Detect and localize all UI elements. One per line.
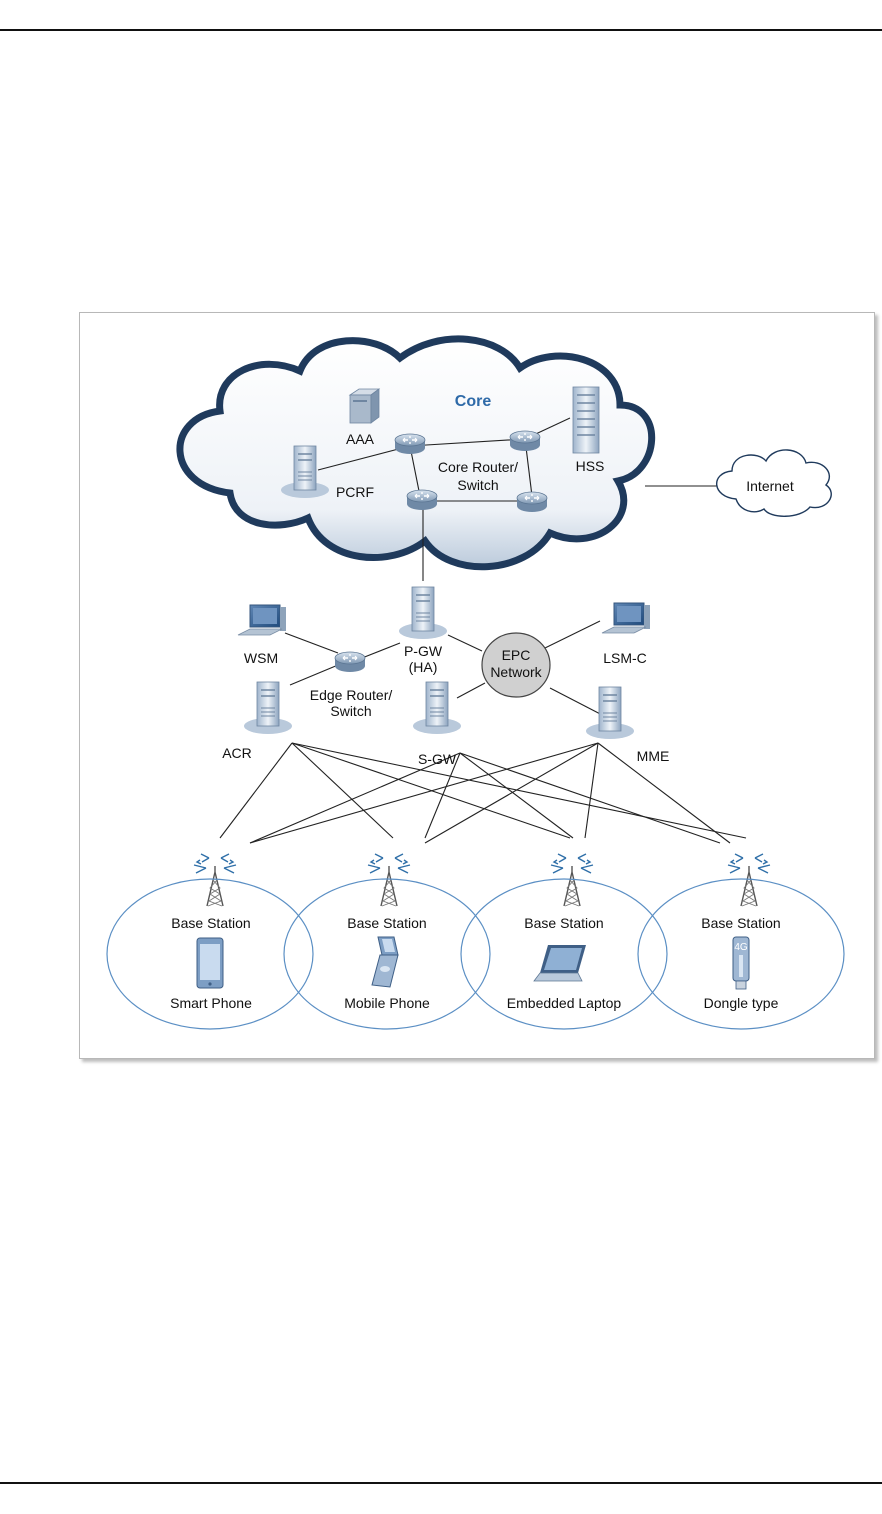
smartphone-icon (197, 938, 223, 988)
base-station-tower-icon-4 (728, 854, 770, 906)
cell-3-device-label: Embedded Laptop (507, 995, 622, 1011)
wsm-label: WSM (244, 650, 278, 666)
core-router-label-1: Core Router/ (438, 459, 518, 475)
bottom-rule (0, 1482, 882, 1484)
core-router-label-2: Switch (457, 477, 498, 493)
cell-4-device-label: Dongle type (704, 995, 779, 1011)
cell-2-device-label: Mobile Phone (344, 995, 430, 1011)
acr-label: ACR (222, 745, 252, 761)
edge-router-label-1: Edge Router/ (310, 687, 393, 703)
epc-label-2: Network (490, 664, 542, 680)
pcrf-label: PCRF (336, 484, 374, 500)
cell-2-station-label: Base Station (347, 915, 426, 931)
core-router-icon-4 (517, 492, 547, 512)
sgw-label: S-GW (418, 751, 457, 767)
lsm-computer-icon (602, 603, 650, 633)
edge-router-label-2: Switch (330, 703, 371, 719)
core-router-icon-2 (510, 431, 540, 451)
figure-frame: Core (79, 312, 875, 1059)
sgw-server-icon (413, 682, 461, 734)
pgw-label-2: (HA) (409, 659, 438, 675)
cell-4-station-label: Base Station (701, 915, 780, 931)
hss-server-icon (573, 387, 599, 453)
mme-server-icon (586, 687, 634, 739)
cell-3-station-label: Base Station (524, 915, 603, 931)
epc-label-1: EPC (502, 647, 531, 663)
lsm-label: LSM-C (603, 650, 647, 666)
core-router-icon-1 (395, 434, 425, 454)
top-rule (0, 29, 882, 31)
aaa-label: AAA (346, 431, 375, 447)
core-router-icon-3 (407, 490, 437, 510)
acr-server-icon (244, 682, 292, 734)
dongle-badge: 4G (734, 942, 748, 953)
edge-router-icon (335, 652, 365, 672)
network-diagram: Core (80, 313, 874, 1058)
internet-label: Internet (746, 478, 794, 494)
cell-1-station-label: Base Station (171, 915, 250, 931)
laptop-icon (534, 945, 586, 981)
aaa-server-icon (350, 389, 379, 423)
base-station-tower-icon-3 (551, 854, 593, 906)
pgw-label-1: P-GW (404, 643, 443, 659)
hss-label: HSS (576, 458, 605, 474)
core-label: Core (455, 393, 492, 410)
pgw-server-icon (399, 587, 447, 639)
wsm-computer-icon (238, 605, 286, 635)
flip-phone-icon (372, 937, 398, 987)
cell-1-device-label: Smart Phone (170, 995, 252, 1011)
mme-label: MME (637, 748, 670, 764)
